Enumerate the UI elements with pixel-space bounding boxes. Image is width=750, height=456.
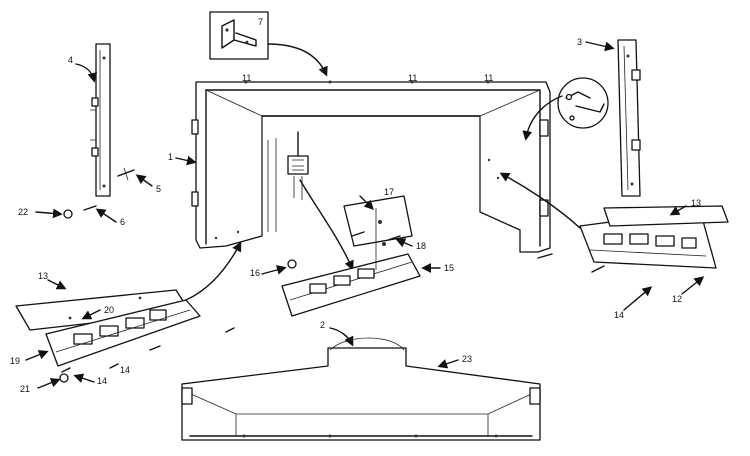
part-label-14b: 14 (614, 310, 624, 320)
washer-21 (59, 373, 69, 383)
part-label-21: 21 (20, 384, 30, 394)
part-label-23: 23 (462, 354, 472, 364)
left-vertical-bracket (90, 43, 111, 197)
screws-18 (351, 231, 401, 241)
screws-14a (61, 327, 235, 373)
screw-14b (537, 253, 605, 273)
part-label-11c: 11 (484, 73, 493, 83)
part-label-16: 16 (250, 268, 260, 278)
center-bracket (281, 195, 421, 317)
latch-assembly (287, 131, 354, 271)
part-label-13b: 13 (691, 198, 701, 208)
part-label-13a: 13 (38, 271, 48, 281)
part-label-4: 4 (68, 55, 73, 65)
part-label-14c: 14 (120, 365, 130, 375)
bottom-panel (181, 337, 541, 441)
part-label-11a: 11 (242, 73, 251, 83)
part-label-17: 17 (384, 187, 394, 197)
right-bracket-assembly (579, 205, 729, 269)
part-label-2: 2 (320, 320, 325, 330)
washer-16 (287, 259, 297, 269)
part-label-20: 20 (104, 305, 114, 315)
part-label-18: 18 (416, 241, 426, 251)
screw-6 (83, 205, 97, 211)
part-label-5: 5 (156, 184, 161, 194)
screw-5 (117, 167, 135, 181)
part-label-22: 22 (18, 207, 28, 217)
detail-inset-bracket (209, 11, 328, 77)
part-label-15: 15 (444, 263, 454, 273)
part-label-12: 12 (672, 294, 682, 304)
part-label-6: 6 (120, 217, 125, 227)
part-label-3: 3 (577, 37, 582, 47)
part-label-19: 19 (10, 356, 20, 366)
part-label-14a: 14 (97, 376, 107, 386)
detail-circle-clip (522, 77, 609, 141)
part-label-11b: 11 (408, 73, 417, 83)
part-label-7: 7 (258, 17, 263, 27)
right-vertical-bracket (617, 39, 641, 197)
left-bracket-assembly (15, 289, 201, 367)
part-label-1: 1 (168, 152, 173, 162)
main-frame (191, 80, 551, 253)
washer-22 (63, 209, 73, 219)
